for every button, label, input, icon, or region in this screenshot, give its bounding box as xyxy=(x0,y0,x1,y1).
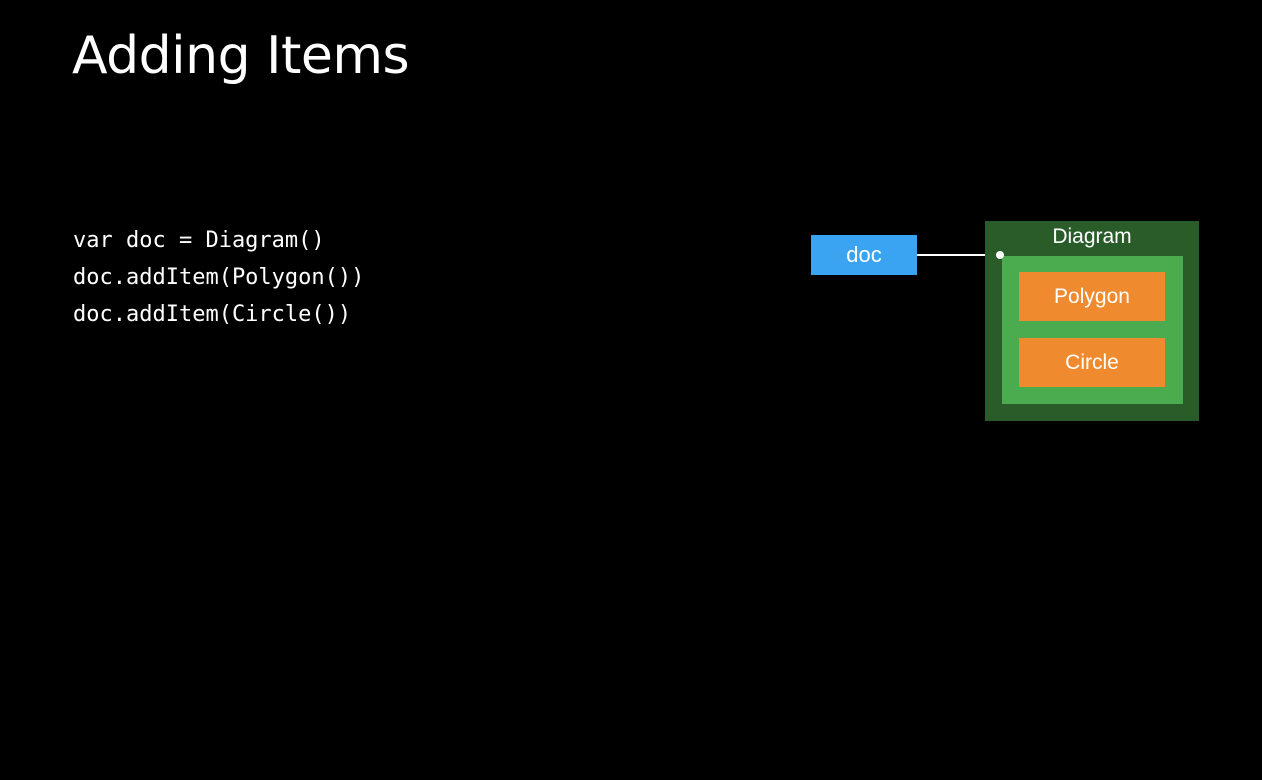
reference-connector-line xyxy=(917,254,1000,256)
polygon-item: Polygon xyxy=(1019,272,1165,321)
reference-connector-dot xyxy=(996,251,1004,259)
diagram-items-area: Polygon Circle xyxy=(1002,256,1183,404)
code-line: doc.addItem(Circle()) xyxy=(73,302,352,327)
code-line: var doc = Diagram() xyxy=(73,228,325,253)
code-block: var doc = Diagram() doc.addItem(Polygon(… xyxy=(73,222,364,333)
circle-item: Circle xyxy=(1019,338,1165,387)
diagram-container: Diagram Polygon Circle xyxy=(985,221,1199,421)
diagram-container-label: Diagram xyxy=(1052,225,1132,248)
slide-title: Adding Items xyxy=(72,26,410,86)
code-line: doc.addItem(Polygon()) xyxy=(73,265,365,290)
doc-reference-box: doc xyxy=(811,235,917,275)
